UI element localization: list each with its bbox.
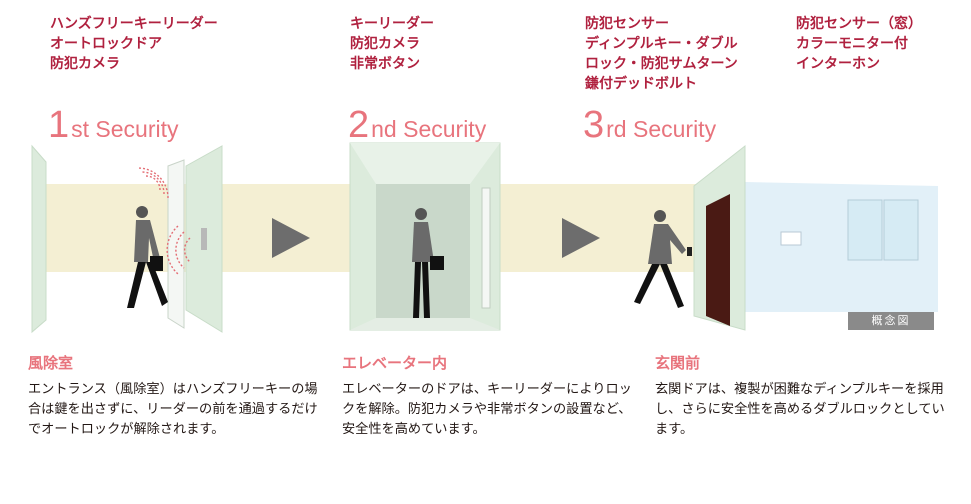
feature-item: キーリーダー: [350, 16, 434, 32]
stage-label: nd Security: [371, 116, 487, 142]
feature-item: 非常ボタン: [350, 56, 420, 72]
section-description-wind-room: エントランス（風除室）はハンズフリーキーの場合は鍵を出さずに、リーダーの前を通過…: [28, 382, 318, 437]
elevator-ceiling: [350, 143, 500, 184]
stage-3-heading: 3rd Security: [583, 106, 716, 144]
auto-lock-door-panel: [167, 159, 185, 329]
elevator-floor: [350, 318, 500, 330]
feature-item: 鎌付デッドボルト: [585, 76, 697, 92]
section-description-elevator: エレベーターのドアは、キーリーダーによりロックを解除。防犯カメラや非常ボタンの設…: [342, 382, 632, 437]
feature-item: インターホン: [796, 56, 880, 72]
section-description-entrance: 玄関ドアは、複製が困難なディンプルキーを採用し、さらに安全性を高めるダブルロック…: [655, 382, 945, 437]
stage-1-heading: 1st Security: [48, 106, 179, 144]
concept-diagram-label: 概念図: [848, 312, 934, 330]
feature-item: ロック・防犯サムターン: [585, 56, 738, 72]
feature-item: 防犯センサー（窓）: [796, 16, 922, 32]
stage-1-feature-list: ハンズフリーキーリーダー オートロックドア 防犯カメラ: [50, 14, 218, 74]
intercom-monitor: [780, 231, 802, 246]
elevator-side-door: [481, 187, 491, 309]
flow-arrow-2: [562, 218, 600, 258]
feature-item: カラーモニター付: [796, 36, 908, 52]
person-figure-1: [127, 206, 168, 308]
feature-item: 防犯カメラ: [350, 36, 420, 52]
stage-number: 3: [583, 104, 605, 146]
section-title-wind-room: 風除室: [28, 354, 74, 372]
flow-arrow-1: [272, 218, 310, 258]
hands-free-key-reader: [201, 228, 207, 250]
window-pane-left: [847, 199, 883, 261]
stage-3-feature-list: 防犯センサー ディンプルキー・ダブル ロック・防犯サムターン 鎌付デッドボルト: [585, 14, 738, 94]
section-title-elevator: エレベーター内: [342, 354, 448, 372]
wind-room-left-wall: [31, 144, 47, 334]
sensor-wave-icon: [137, 167, 191, 275]
stage-label: st Security: [71, 116, 179, 142]
person-figure-3: [634, 210, 692, 308]
feature-item: ハンズフリーキーリーダー: [50, 16, 218, 32]
stage-2-feature-list: キーリーダー 防犯カメラ 非常ボタン: [350, 14, 434, 74]
section-title-entrance: 玄関前: [655, 354, 701, 372]
stage-2-heading: 2nd Security: [348, 106, 486, 144]
feature-item: 防犯カメラ: [50, 56, 120, 72]
feature-item: オートロックドア: [50, 36, 162, 52]
person-figure-2: [412, 208, 444, 318]
entrance-door: [706, 194, 730, 326]
feature-item: 防犯センサー: [585, 16, 669, 32]
stage-label: rd Security: [606, 116, 717, 142]
window-pane-right: [883, 199, 919, 261]
feature-item: ディンプルキー・ダブル: [585, 36, 738, 52]
stage-number: 1: [48, 104, 70, 146]
stage-number: 2: [348, 104, 370, 146]
stage-4-feature-list: 防犯センサー（窓） カラーモニター付 インターホン: [796, 14, 922, 74]
